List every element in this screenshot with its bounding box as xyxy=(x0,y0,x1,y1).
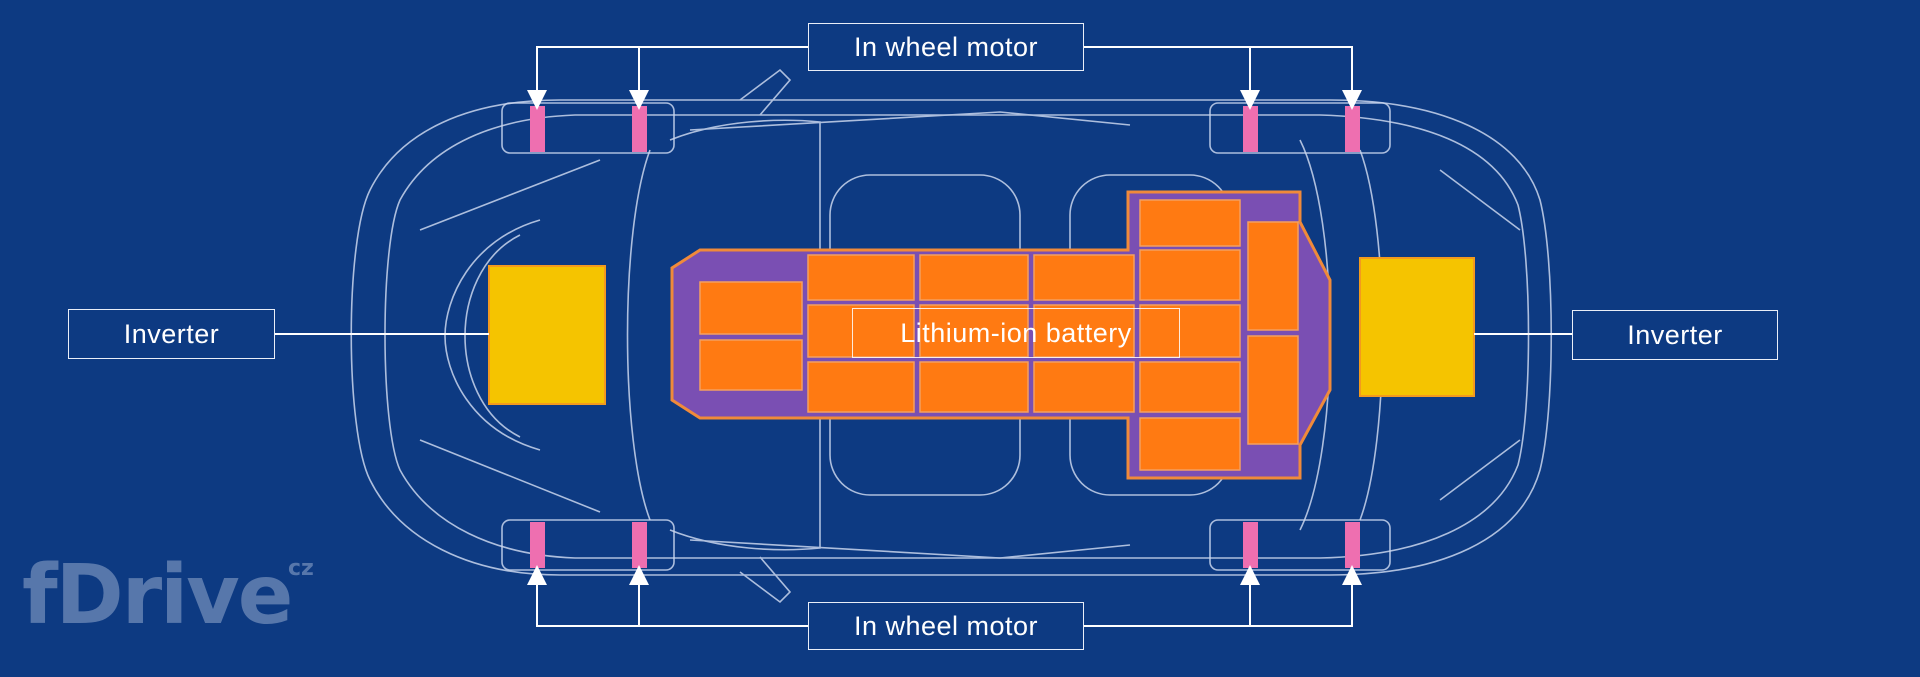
battery-cell xyxy=(1139,199,1241,247)
car-body-outline xyxy=(350,68,1553,604)
battery-cell xyxy=(1247,221,1299,331)
battery-cell xyxy=(807,361,915,413)
watermark-brand: fDrive xyxy=(22,548,293,643)
battery-cell xyxy=(919,304,1029,358)
battery-cell xyxy=(699,339,803,391)
wheel-motor-front-left-outer xyxy=(530,106,545,152)
connector-lines-bottom xyxy=(527,565,1362,627)
battery-cell xyxy=(1139,417,1241,471)
in-wheel-motor-label-top: In wheel motor xyxy=(808,23,1084,71)
inverter-label-left: Inverter xyxy=(68,309,275,359)
battery-cell xyxy=(1247,335,1299,445)
battery-label: Lithium-ion battery xyxy=(852,308,1180,358)
wheel-motor-front-right-inner xyxy=(632,522,647,568)
battery-cell xyxy=(1139,249,1241,301)
connector-lines-top xyxy=(527,46,1362,110)
watermark-tld: cz xyxy=(288,556,314,581)
wheel-motor-front-left-inner xyxy=(632,106,647,152)
battery-cell xyxy=(1033,361,1135,413)
wheel-motor-rear-right-inner xyxy=(1243,522,1258,568)
in-wheel-motor-label-bottom: In wheel motor xyxy=(808,602,1084,650)
battery-cell xyxy=(1139,304,1241,358)
battery-pack xyxy=(670,190,1332,480)
fdrive-watermark-logo: fDrive cz xyxy=(22,548,314,643)
inverter-left-block xyxy=(488,265,606,405)
battery-cell xyxy=(699,281,803,335)
battery-cell xyxy=(1139,361,1241,413)
battery-cell xyxy=(919,361,1029,413)
battery-cell xyxy=(807,254,915,301)
battery-cell xyxy=(807,304,915,358)
wheel-motor-rear-left-inner xyxy=(1243,106,1258,152)
wheel-motor-front-right-outer xyxy=(530,522,545,568)
inverter-label-right: Inverter xyxy=(1572,310,1778,360)
wheel-wells xyxy=(501,102,1391,571)
wheel-motor-rear-right-outer xyxy=(1345,522,1360,568)
battery-cell xyxy=(919,254,1029,301)
inverter-right-block xyxy=(1359,257,1475,397)
battery-cell xyxy=(1033,254,1135,301)
wheel-motor-rear-left-outer xyxy=(1345,106,1360,152)
